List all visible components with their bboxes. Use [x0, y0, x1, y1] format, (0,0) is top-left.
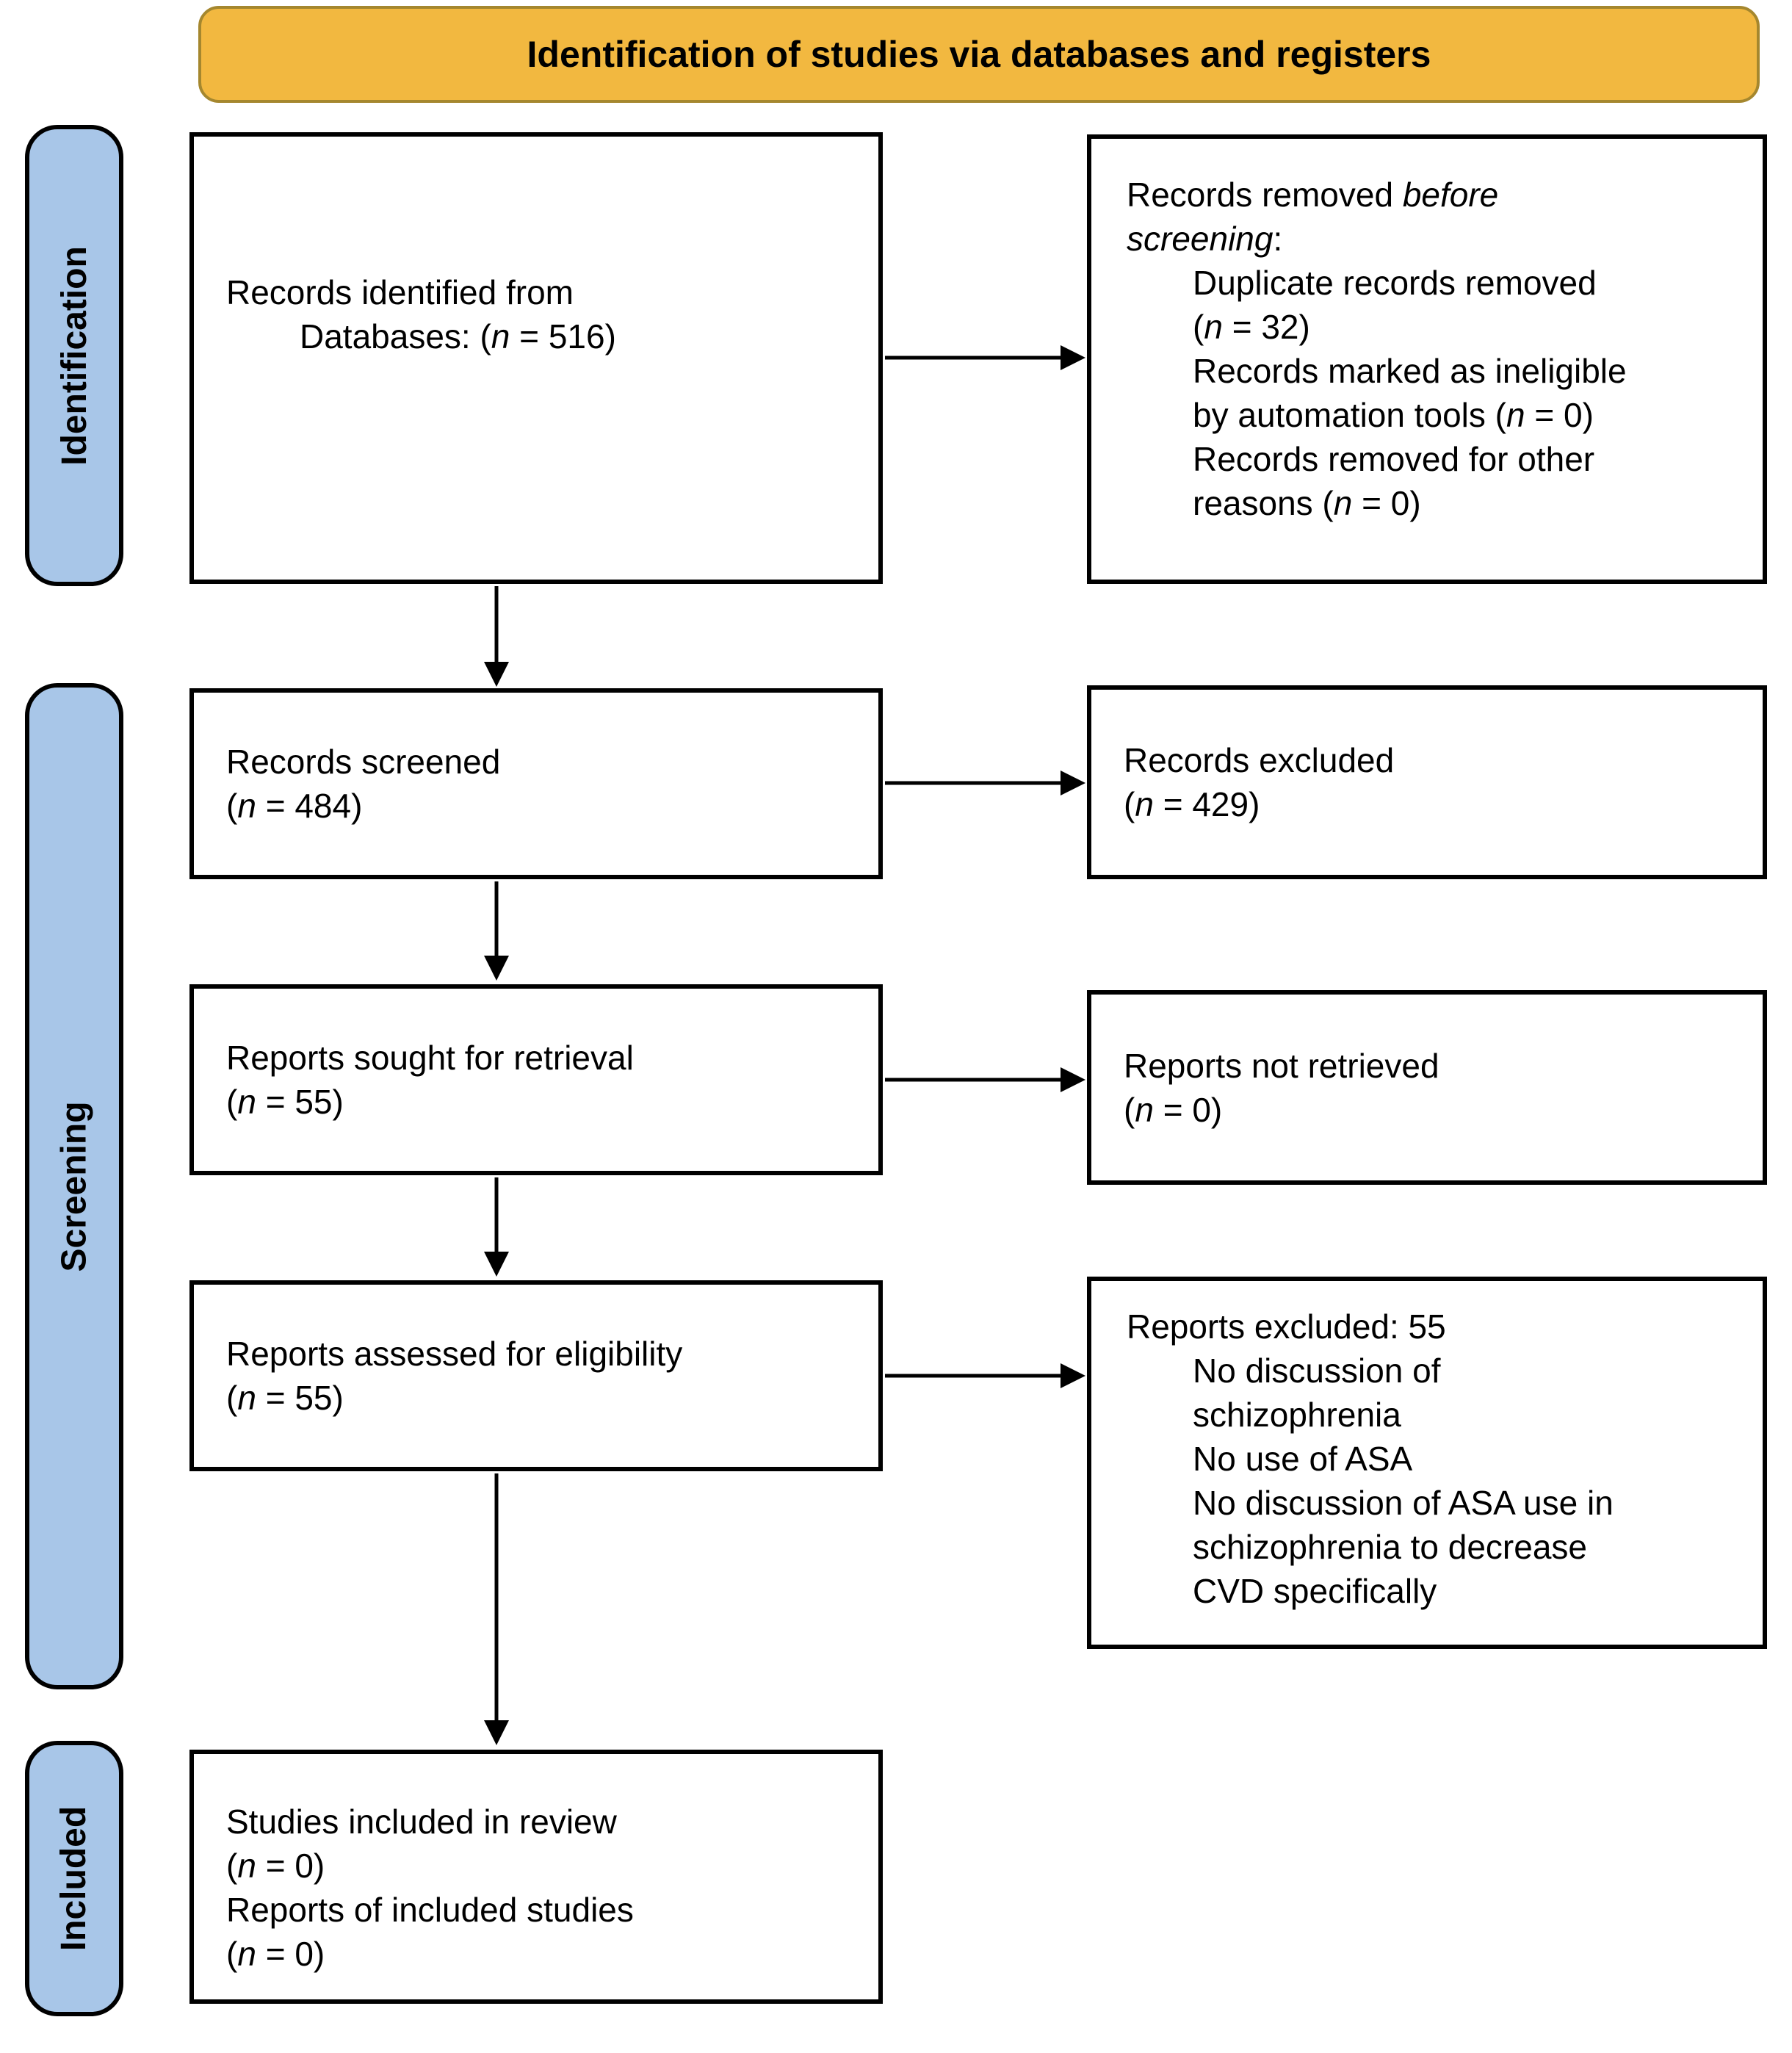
box-line: No discussion of	[1193, 1352, 1441, 1390]
box-line: Records marked as ineligible	[1193, 352, 1627, 390]
box-line: Records excluded	[1124, 741, 1395, 779]
box-line: Reports sought for retrieval	[226, 1039, 634, 1077]
box-line: Records removed for other	[1193, 440, 1595, 478]
stage-label-text: Screening	[54, 1100, 94, 1272]
box-line: Reports of included studies	[226, 1891, 634, 1929]
arrow-assessed-to-included	[484, 1473, 509, 1745]
box-records-excluded: Records excluded (n = 429)	[1087, 685, 1767, 879]
arrow-sought-to-assessed	[484, 1177, 509, 1277]
box-line: (n = 0)	[1124, 1090, 1223, 1129]
title-banner: Identification of studies via databases …	[198, 6, 1760, 103]
box-line: No discussion of ASA use in	[1193, 1484, 1614, 1522]
arrow-screened-to-sought	[484, 881, 509, 981]
box-reports-assessed-for-eligibility: Reports assessed for eligibility (n = 55…	[189, 1280, 883, 1471]
stage-label-text: Identification	[54, 245, 94, 466]
arrow-identified-to-removed	[885, 345, 1085, 370]
box-reports-sought-for-retrieval: Reports sought for retrieval (n = 55)	[189, 984, 883, 1175]
box-line: schizophrenia	[1193, 1396, 1401, 1434]
box-studies-included-in-review: Studies included in review (n = 0) Repor…	[189, 1750, 883, 2004]
box-line: (n = 484)	[226, 787, 363, 825]
box-line: Studies included in review	[226, 1803, 617, 1841]
box-line: schizophrenia to decrease	[1193, 1528, 1587, 1566]
box-line: (n = 0)	[226, 1847, 325, 1885]
box-line: reasons (n = 0)	[1193, 484, 1421, 522]
arrow-assessed-to-reports-excluded	[885, 1363, 1085, 1388]
box-line: Records identified from	[226, 273, 574, 311]
box-line: Records screened	[226, 743, 501, 781]
box-line: (n = 55)	[226, 1083, 344, 1121]
box-line: by automation tools (n = 0)	[1193, 396, 1594, 434]
box-line: (n = 429)	[1124, 785, 1260, 823]
box-records-screened: Records screened (n = 484)	[189, 688, 883, 879]
box-reports-excluded: Reports excluded: 55 No discussion of sc…	[1087, 1277, 1767, 1649]
box-line: (n = 0)	[226, 1935, 325, 1973]
stage-label-included: Included	[25, 1741, 123, 2016]
arrow-sought-to-not-retrieved	[885, 1067, 1085, 1092]
box-line: screening:	[1127, 220, 1283, 258]
banner-title: Identification of studies via databases …	[527, 34, 1431, 75]
box-line: Databases: (n = 516)	[300, 317, 616, 356]
box-line: Records removed before	[1127, 176, 1499, 214]
arrow-screened-to-excluded	[885, 771, 1085, 795]
box-line: CVD specifically	[1193, 1572, 1437, 1610]
box-line: No use of ASA	[1193, 1440, 1413, 1478]
stage-label-identification: Identification	[25, 125, 123, 586]
stage-label-screening: Screening	[25, 683, 123, 1689]
box-line: Reports assessed for eligibility	[226, 1335, 683, 1373]
box-line: Reports excluded: 55	[1127, 1307, 1446, 1346]
box-records-removed-before-screening: Records removed before screening: Duplic…	[1087, 134, 1767, 584]
box-line: (n = 32)	[1193, 308, 1310, 346]
box-line: Reports not retrieved	[1124, 1046, 1439, 1085]
arrow-identified-to-screened	[484, 586, 509, 687]
box-line: Duplicate records removed	[1193, 264, 1597, 302]
box-line: (n = 55)	[226, 1379, 344, 1417]
box-reports-not-retrieved: Reports not retrieved (n = 0)	[1087, 990, 1767, 1185]
box-records-identified: Records identified from Databases: (n = …	[189, 132, 883, 584]
stage-label-text: Included	[54, 1805, 94, 1952]
